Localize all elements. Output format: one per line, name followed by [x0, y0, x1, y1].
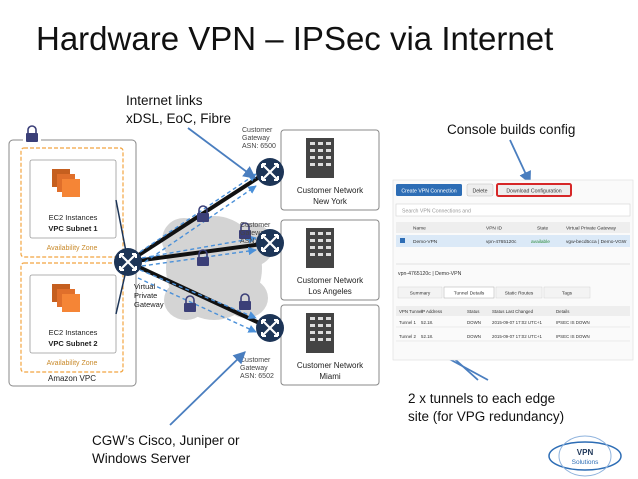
page-title: Hardware VPN – IPSec via Internet: [36, 20, 554, 57]
vpc-lock-icon: [23, 125, 41, 143]
cgw-label: Gateway: [240, 230, 268, 237]
row-vpn-id: vpn-4765120c: [486, 239, 517, 245]
cgw-router-icon: [254, 227, 286, 259]
vgw-label-2: Private: [134, 291, 157, 300]
tab-static-routes[interactable]: [495, 286, 543, 299]
site-city-label: Los Angeles: [308, 287, 352, 296]
subnet-label-2: VPC Subnet 2: [48, 339, 97, 348]
cgw-callout-line1: CGW’s Cisco, Juniper or: [92, 433, 240, 448]
detail-title: vpn-4765120c | Demo-VPN: [398, 271, 462, 277]
create-vpn-button-label: Create VPN Connection: [401, 189, 456, 195]
tunnels-callout: 2 x tunnels to each edge site (for VPG r…: [408, 390, 564, 426]
column-header: Name: [413, 226, 426, 232]
vgw-label-3: Gateway: [134, 300, 164, 309]
console-callout: Console builds config: [447, 122, 576, 137]
cgw-asn: ASN: 6502: [240, 373, 274, 380]
cgw-router-icon: [254, 312, 286, 344]
tab-label: Tunnel Details: [454, 291, 485, 297]
internet-links-line2: xDSL, EoC, Fibre: [126, 111, 232, 126]
tunnel-ip: 52.18.: [421, 334, 433, 339]
tab-summary[interactable]: [397, 286, 443, 299]
cgw-label: Gateway: [240, 365, 268, 372]
tunnel-row: Tunnel 2 52.18. DOWN 2015-09-07 17:02 UT…: [396, 334, 630, 342]
amazon-vpc: Availability Zone Availability Zone Amaz…: [8, 139, 137, 387]
tunnel-lock-icon: [196, 205, 210, 223]
ec2-instances-icon: [52, 169, 80, 197]
tunnel-column-header: Status: [467, 309, 480, 314]
tunnel-name: Tunnel 1: [399, 320, 416, 325]
vpc-label: Amazon VPC: [48, 374, 96, 383]
cloud-icon: [162, 216, 274, 320]
download-configuration-button[interactable]: [496, 183, 572, 197]
vpn-solutions-logo: VPN Solutions: [548, 435, 622, 477]
column-header: State: [537, 226, 549, 232]
az-label-1: Availability Zone: [47, 245, 98, 252]
ec2-label-1: EC2 Instances: [49, 213, 98, 222]
customer-site-los-angeles: Customer Network Los Angeles: [280, 219, 380, 301]
internet-links-callout: Internet links xDSL, EoC, Fibre: [126, 92, 231, 128]
cgw-asn: ASN: 6500: [242, 143, 276, 150]
tunnel-ip: 52.18.: [421, 320, 433, 325]
site-network-label: Customer Network: [297, 276, 364, 285]
delete-button[interactable]: [466, 183, 494, 197]
row-state: available: [531, 239, 550, 245]
row-vgw: vgw-becd5cca | Demo-VGW: [566, 239, 627, 245]
tunnel-column-header: IP Address: [421, 309, 443, 314]
tunnel-details: IPSEC IS DOWN: [556, 334, 590, 339]
column-header: Virtual Private Gateway: [566, 226, 617, 232]
vpn-console: Create VPN Connection Delete Download Co…: [392, 179, 634, 361]
site-network-label: Customer Network: [297, 186, 364, 195]
tab-tags[interactable]: [543, 286, 591, 299]
tunnel-name: Tunnel 2: [399, 334, 416, 339]
site-city-label: New York: [313, 197, 348, 206]
subnet-label-1: VPC Subnet 1: [48, 224, 97, 233]
tunnel-status: DOWN: [467, 334, 481, 339]
vgw-router-icon: [112, 246, 144, 278]
tunnel-row: Tunnel 1 52.18. DOWN 2015-09-07 17:02 UT…: [396, 320, 630, 328]
search-input[interactable]: [395, 203, 631, 217]
create-vpn-button[interactable]: [396, 184, 462, 196]
tunnels-callout-line2: site (for VPG redundancy): [408, 409, 565, 424]
internet-links-line1: Internet links: [126, 93, 203, 108]
site-city-label: Miami: [319, 372, 341, 381]
download-configuration-label: Download Configuration: [506, 189, 561, 195]
row-name: Demo-VPN: [413, 239, 438, 245]
tab-label: Tags: [562, 291, 573, 297]
cgw-callout: CGW’s Cisco, Juniper or Windows Server: [92, 432, 240, 468]
internet-links-arrow: [187, 127, 257, 179]
console-arrow: [509, 139, 531, 185]
logo-line1: VPN: [577, 448, 594, 457]
logo-line2: Solutions: [572, 459, 599, 466]
customer-site-new-york: Customer Network New York: [280, 129, 380, 211]
tunnel-column-header: VPN Tunnel: [399, 309, 422, 314]
site-network-label: Customer Network: [297, 361, 364, 370]
tunnel-column-header: Status Last Changed: [492, 309, 534, 314]
cgw-label: Customer: [240, 357, 271, 364]
tunnel-column-header: Details: [556, 309, 570, 314]
tunnel-changed: 2015-09-07 17:02 UTC+1: [492, 320, 542, 325]
az-label-2: Availability Zone: [47, 360, 98, 367]
cgw-arrow: [169, 351, 246, 426]
tunnels-callout-line1: 2 x tunnels to each edge: [408, 391, 556, 406]
ec2-label-2: EC2 Instances: [49, 328, 98, 337]
tab-tunnel-details[interactable]: [443, 286, 495, 299]
customer-site-miami: Customer Network Miami: [280, 304, 380, 386]
table-row[interactable]: [396, 235, 630, 247]
tab-label: Summary: [410, 291, 431, 297]
delete-button-label: Delete: [473, 189, 488, 195]
tunnel-status: DOWN: [467, 320, 481, 325]
tunnel-changed: 2015-09-07 17:02 UTC+1: [492, 334, 542, 339]
cgw-callout-line2: Windows Server: [92, 451, 191, 466]
cgw-label: Customer: [240, 222, 271, 229]
cgw-label: Customer: [242, 127, 273, 134]
vgw-label-1: Virtual: [134, 282, 155, 291]
cgw-router-icon: [254, 156, 286, 188]
search-placeholder: Search VPN Connections and: [402, 209, 471, 215]
ec2-instances-icon: [52, 284, 80, 312]
column-header: VPN ID: [486, 226, 503, 232]
cgw-label: Gateway: [242, 135, 270, 142]
tunnel-details: IPSEC IS DOWN: [556, 320, 590, 325]
tab-label: Static Routes: [505, 291, 534, 297]
